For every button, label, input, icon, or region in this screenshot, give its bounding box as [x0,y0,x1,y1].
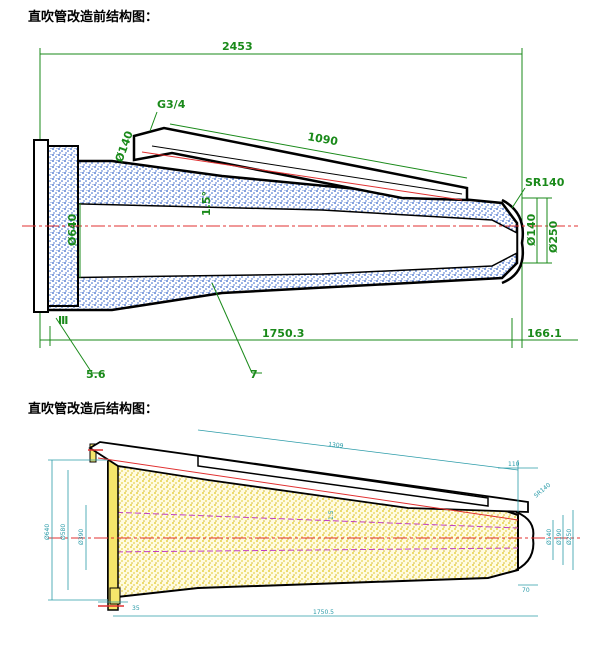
inner-dia-label: Ø390 [78,529,85,545]
tip-diameter-lines [522,197,552,264]
bottom-dimension-lines [40,282,578,374]
left-flange [107,449,119,611]
liner-upper [107,511,519,529]
main-bore-label: Ø640 [66,213,79,246]
thickness-label: 7 [250,368,258,381]
mid-dia-label: Ø580 [60,524,67,540]
gap-label: 5.6 [86,368,106,381]
tip-dia-2-label: Ø190 [556,529,563,545]
upper-pipe-length-label: 1309 [328,441,344,450]
tip-length-label: 70 [522,587,530,594]
flange-bolt-bottom [109,587,121,605]
tip-dia-1-label: Ø140 [546,529,553,545]
outer-dia-label: Ø640 [44,524,51,540]
tip-outer-label: Ø250 [547,220,560,253]
tip-inner-label: Ø140 [525,213,538,246]
tip-dia-3-label: Ø250 [566,529,573,545]
after-dimension-lines [48,429,574,617]
total-length-label: 2453 [222,40,253,53]
liner-lower [107,547,519,553]
main-length-label: 1750.5 [313,609,334,616]
nozzle-tip [501,198,525,285]
main-length-label: 1750.3 [262,327,304,340]
thread-label: G3/4 [157,98,186,111]
upper-pipe-length-line [169,123,468,179]
tip-radius-leader [511,187,526,209]
caption-before: 直吹管改造前结构图： [28,10,159,25]
thread-leader [149,111,158,132]
tip-radius-label: SR140 [533,482,553,500]
tip-offset-label: 110 [508,461,520,468]
caption-after: 直吹管改造后结构图： [28,402,159,417]
before-diagram: 2453 Ø140 Ø250 Ø640 G3/4 Ø140 1090 SR140… [22,28,582,388]
upper-pipe-centerline [97,457,519,521]
upper-pipe-wall [151,145,463,195]
angle-label: 1.5° [200,191,213,216]
flange-gap-label: 35 [132,605,140,612]
flange-mark-label: Ⅲ [58,314,68,327]
upper-pipe-sleeve [197,455,489,507]
angle-label: 1.5 [328,510,335,520]
upper-pipe-length-label: 1090 [306,130,339,148]
after-diagram: 1309 110 SR140 Ø640 Ø580 Ø390 1.5 Ø140 Ø… [28,420,588,640]
flange-bolt-top [89,443,97,463]
upper-pipe-centerline [141,151,463,201]
inner-bore [43,202,518,279]
tip-length-label: 166.1 [527,327,562,340]
left-dia-label: Ø140 [113,129,136,164]
tip-radius-label: SR140 [525,176,565,189]
